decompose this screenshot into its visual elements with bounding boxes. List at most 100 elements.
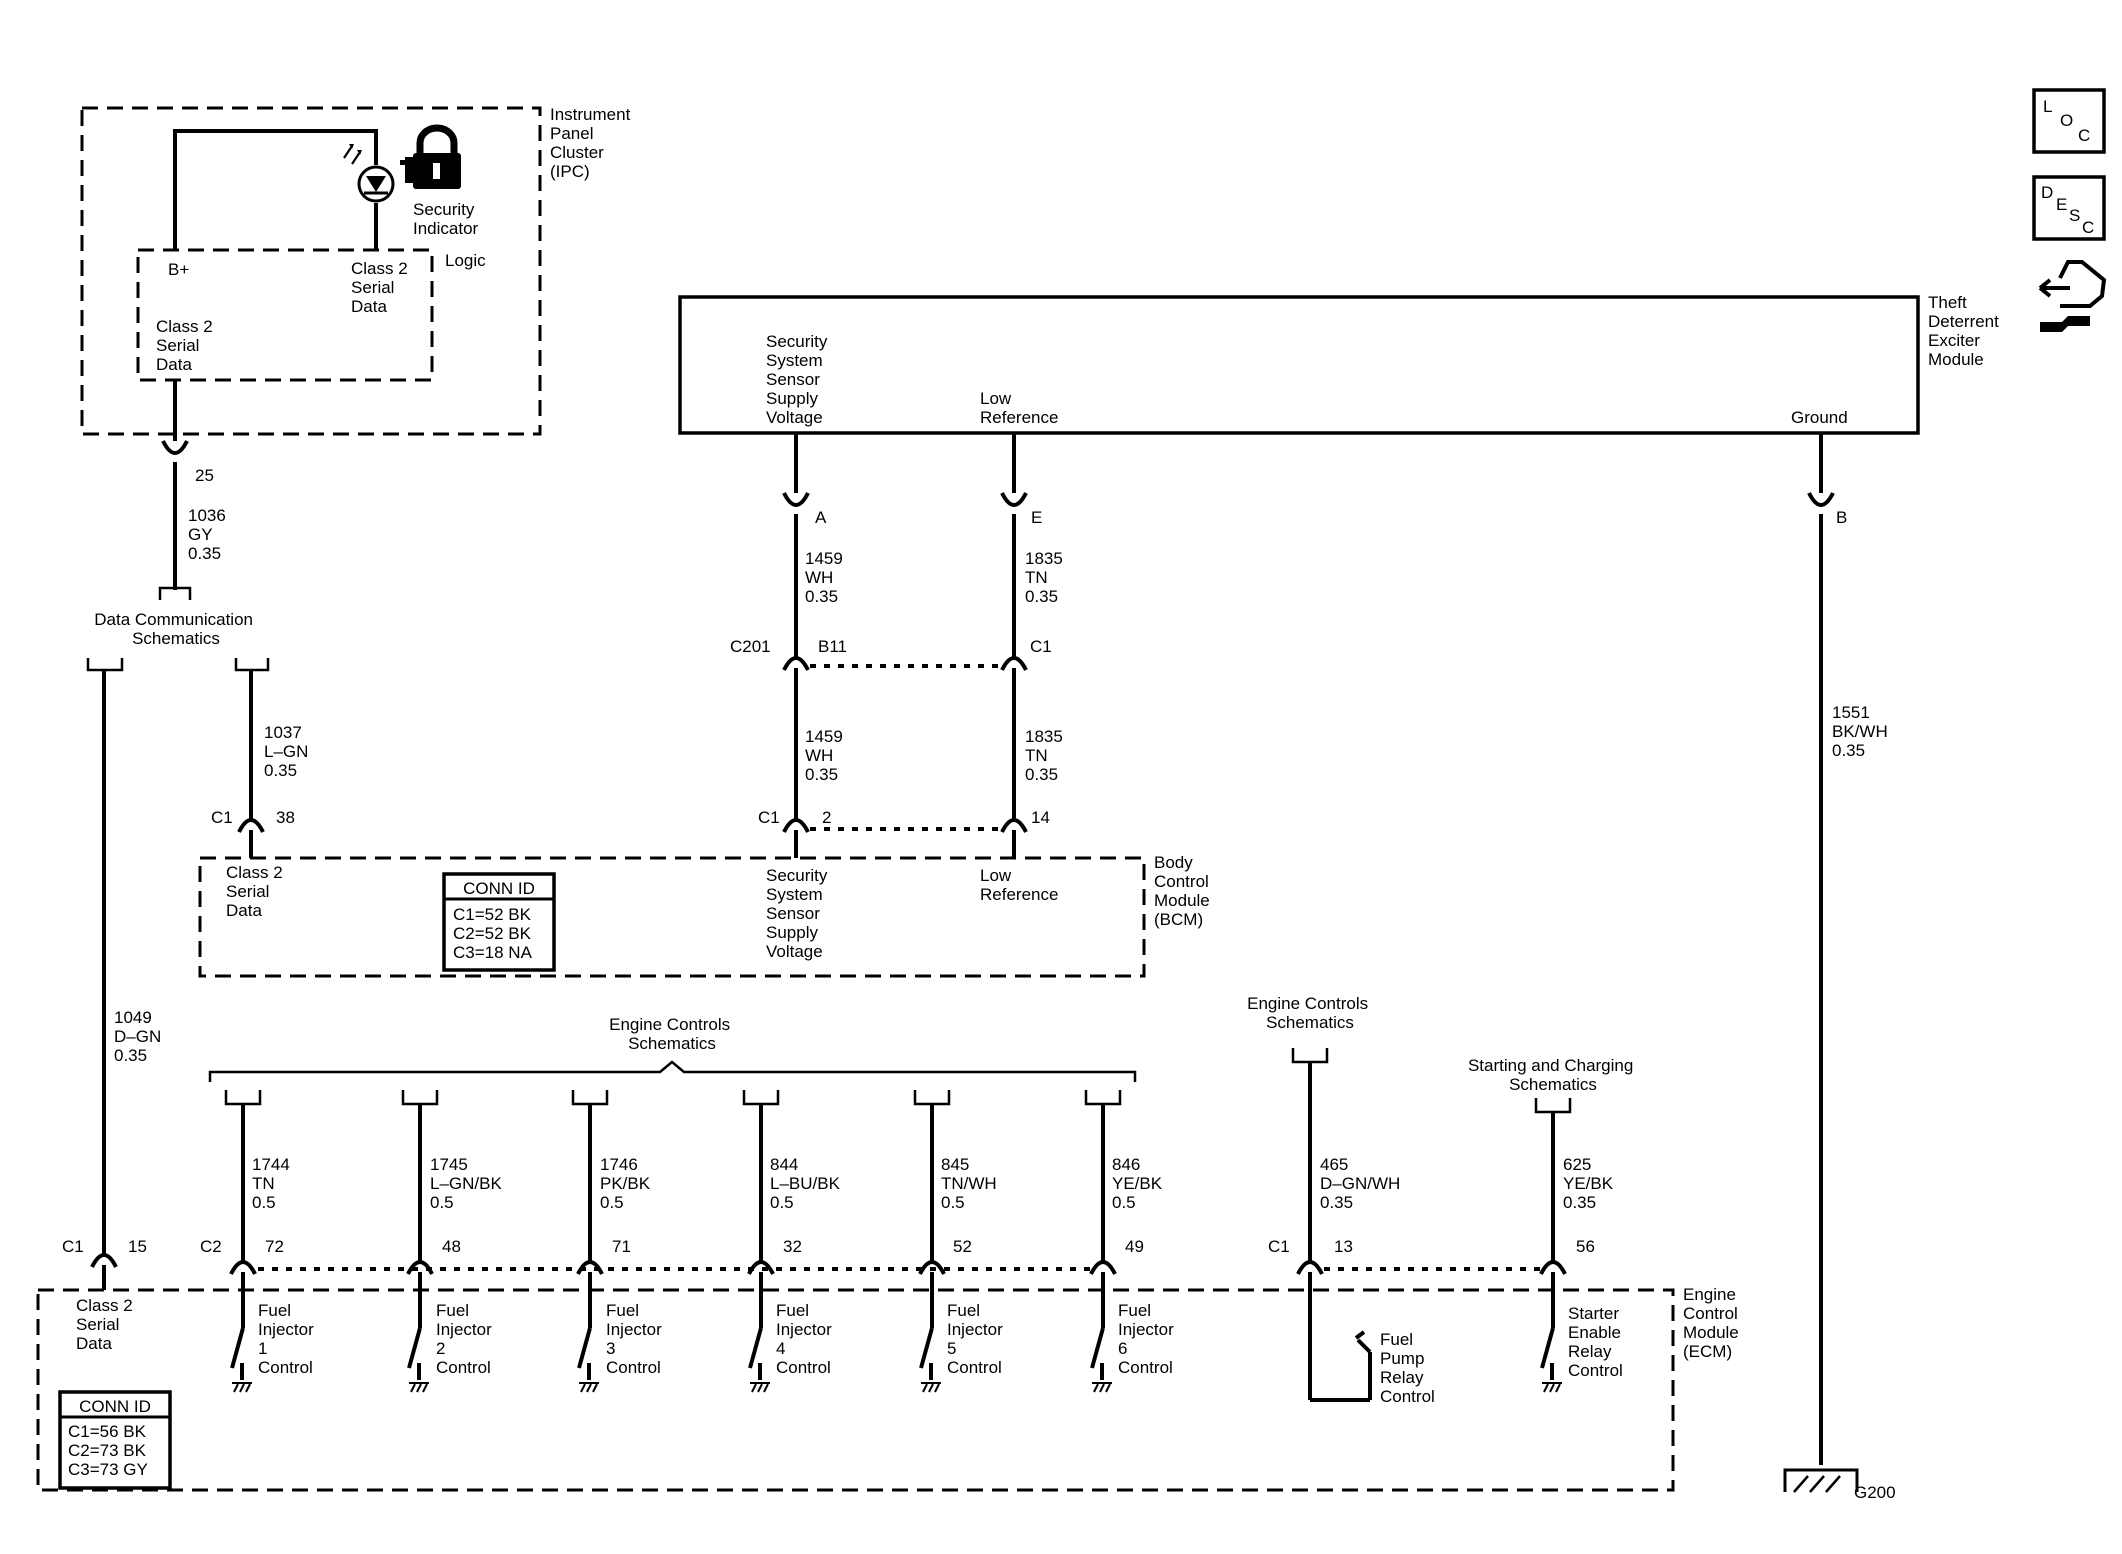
ground-g200-icon	[1783, 1468, 1859, 1493]
bcm-supply-label: Security System Sensor Supply Voltage	[766, 866, 832, 961]
injector-wire-1: 1744 TN 0.5	[252, 1155, 295, 1212]
injector-wire-5: 845 TN/WH 0.5	[941, 1155, 1001, 1212]
b-plus-label: B+	[168, 260, 189, 279]
ecm-c2-label: C2	[200, 1237, 222, 1256]
loc-l: L	[2043, 97, 2052, 116]
pin-49: 49	[1125, 1237, 1144, 1256]
bcm-module: Body Control Module (BCM) Class 2 Serial…	[198, 853, 1215, 978]
splice-left-icon	[86, 658, 124, 672]
starter-wire: 625 YE/BK 0.35	[1563, 1155, 1618, 1212]
starter-switch	[1540, 1272, 1562, 1393]
wire-1835-lower: 1835 TN 0.35	[1025, 727, 1068, 784]
ipc-module: Instrument Panel Cluster (IPC) Security …	[80, 105, 635, 436]
tdem-module: Theft Deterrent Exciter Module Security …	[678, 293, 2004, 435]
bcm-conn-title: CONN ID	[463, 879, 535, 898]
desc-s: S	[2069, 206, 2080, 225]
injector-wire-2: 1745 L–GN/BK 0.5	[430, 1155, 507, 1212]
wire-1459-upper: 1459 WH 0.35	[805, 549, 848, 606]
loc-c: C	[2078, 126, 2090, 145]
bcm-pin-14: 14	[1031, 808, 1050, 827]
bcm-pin-2: 2	[822, 808, 831, 827]
ecm-connector-15-icon	[90, 1253, 118, 1268]
wire-1551-label: 1551 BK/WH 0.35	[1832, 703, 1892, 760]
fuel-pump-splice-icon	[1291, 1048, 1329, 1064]
tdem-pin-a: A	[815, 508, 827, 527]
loc-icon[interactable]: L O C	[2032, 88, 2106, 154]
pin-52: 52	[953, 1237, 972, 1256]
engine-controls-bracket	[208, 1060, 1137, 1082]
ipc-name: Instrument Panel Cluster (IPC)	[550, 105, 635, 181]
injector-wire-3: 1746 PK/BK 0.5	[600, 1155, 655, 1212]
bcm-connector-2-icon	[782, 818, 810, 833]
wire-1037-label: 1037 L–GN 0.35	[264, 723, 313, 780]
splice-right-icon	[234, 658, 270, 672]
c201-label: C201	[730, 637, 771, 656]
injector-5-control: Fuel Injector 5 Control	[947, 1301, 1007, 1377]
bcm-c1-a: C1	[211, 808, 233, 827]
connector-56-icon	[1539, 1260, 1567, 1275]
fuel-pump-relay-control: Fuel Pump Relay Control	[1380, 1330, 1435, 1406]
wire-1459-lower: 1459 WH 0.35	[805, 727, 848, 784]
security-indicator-label: Security Indicator	[413, 200, 479, 238]
tdem-name: Theft Deterrent Exciter Module	[1928, 293, 2004, 369]
connector-25-icon	[161, 440, 189, 455]
pin-71: 71	[612, 1237, 631, 1256]
starting-charging-label: Starting and Charging Schematics	[1468, 1056, 1638, 1094]
desc-icon[interactable]: D E S C	[2032, 175, 2106, 241]
bcm-conn-rows: C1=52 BK C2=52 BK C3=18 NA	[453, 905, 536, 962]
inline-c1-label: C1	[1030, 637, 1052, 656]
desc-e: E	[2056, 195, 2067, 214]
tdem-pin-b: B	[1836, 508, 1847, 527]
injector-wires	[224, 1090, 1122, 1275]
connector-b11-icon	[782, 656, 810, 671]
bcm-conn-id-table: CONN ID C1=52 BK C2=52 BK C3=18 NA	[442, 872, 556, 972]
bcm-pin-38: 38	[276, 808, 295, 827]
ecm-module: Engine Control Module (ECM) Class 2 Seri…	[36, 1272, 1744, 1492]
injector-switches	[230, 1272, 1112, 1393]
data-comm-label: Data Communication Schematics	[94, 610, 257, 648]
wire-1036-label: 1036 GY 0.35	[188, 506, 231, 563]
starter-splice-icon	[1534, 1098, 1572, 1114]
engine-controls-top-label: Engine Controls Schematics	[609, 1015, 735, 1053]
connector-13-icon	[1296, 1260, 1324, 1275]
injector-6-control: Fuel Injector 6 Control	[1118, 1301, 1178, 1377]
loc-o: O	[2060, 111, 2073, 130]
bcm-class2-label: Class 2 Serial Data	[226, 863, 287, 920]
connector-b-icon	[1807, 492, 1835, 507]
connector-e-icon	[1000, 492, 1028, 507]
bcm-lowref-label: Low Reference	[980, 866, 1058, 904]
ipc-class2-left: Class 2 Serial Data	[156, 317, 217, 374]
pin-48: 48	[442, 1237, 461, 1256]
diagnostic-connector-icon[interactable]	[2038, 260, 2107, 332]
injector-4-control: Fuel Injector 4 Control	[776, 1301, 836, 1377]
bcm-name: Body Control Module (BCM)	[1154, 853, 1215, 929]
pin-56: 56	[1576, 1237, 1595, 1256]
ipc-class2-right: Class 2 Serial Data	[351, 259, 412, 316]
ipc-pin-25: 25	[195, 466, 214, 485]
fuel-pump-switch	[1308, 1272, 1372, 1402]
pin-72: 72	[265, 1237, 284, 1256]
fuel-pump-wire: 465 D–GN/WH 0.35	[1320, 1155, 1405, 1212]
tdem-lowref-label: Low Reference	[980, 389, 1058, 427]
injector-1-control: Fuel Injector 1 Control	[258, 1301, 318, 1377]
connector-a-icon	[782, 492, 810, 507]
ecm-class2-label: Class 2 Serial Data	[76, 1296, 137, 1353]
injector-wire-6: 846 YE/BK 0.5	[1112, 1155, 1167, 1212]
wire-1835-upper: 1835 TN 0.35	[1025, 549, 1068, 606]
tdem-supply-label: Security System Sensor Supply Voltage	[766, 332, 832, 427]
injector-3-control: Fuel Injector 3 Control	[606, 1301, 666, 1377]
ecm-c1-left: C1	[62, 1237, 84, 1256]
connector-c1-inline-icon	[1000, 656, 1028, 671]
security-led-icon	[343, 144, 395, 203]
ecm-name: Engine Control Module (ECM)	[1683, 1285, 1744, 1361]
pin-13: 13	[1334, 1237, 1353, 1256]
engine-controls-right-label: Engine Controls Schematics	[1247, 994, 1373, 1032]
ecm-pin-15: 15	[128, 1237, 147, 1256]
desc-d: D	[2041, 183, 2053, 202]
bcm-c1-b: C1	[758, 808, 780, 827]
padlock-icon	[400, 124, 461, 189]
pin-32: 32	[783, 1237, 802, 1256]
tdem-ground-label: Ground	[1791, 408, 1848, 427]
starter-enable-relay-control: Starter Enable Relay Control	[1568, 1304, 1626, 1380]
